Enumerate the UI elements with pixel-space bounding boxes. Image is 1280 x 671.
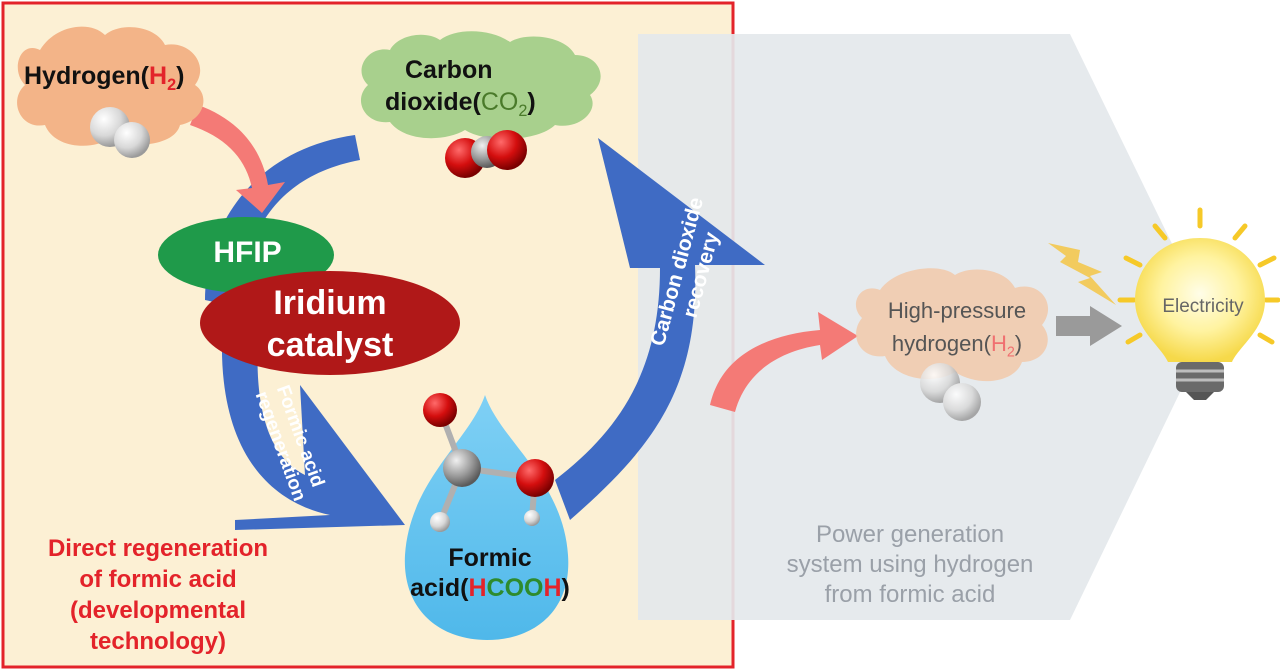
hp-hydrogen-molecule: [920, 363, 981, 421]
hydrogen-molecule: [90, 107, 150, 158]
hfip-label: HFIP: [213, 236, 282, 269]
cycle-arrow-lower: [221, 340, 405, 530]
lightning-icon: [1048, 243, 1116, 305]
co2-molecule: [445, 130, 527, 178]
co2-cloud: [360, 31, 601, 140]
iridium-ellipse: [200, 271, 460, 375]
hydrogen-cloud: [17, 26, 204, 146]
hp-hydrogen-cloud: [855, 268, 1049, 382]
h2-outflow-arrow: [710, 312, 858, 412]
to-electricity-arrow: [1056, 306, 1122, 346]
hydrogen-label: Hydrogen(H2): [24, 62, 185, 94]
formic-acid-droplet: [404, 395, 569, 640]
co2-recovery-arrow: [555, 138, 765, 520]
formic-acid-molecule: [423, 393, 554, 532]
h2-inflow-arrow: [190, 105, 285, 213]
light-bulb-icon: [1117, 207, 1280, 400]
electricity-label: Electricity: [1162, 296, 1244, 317]
